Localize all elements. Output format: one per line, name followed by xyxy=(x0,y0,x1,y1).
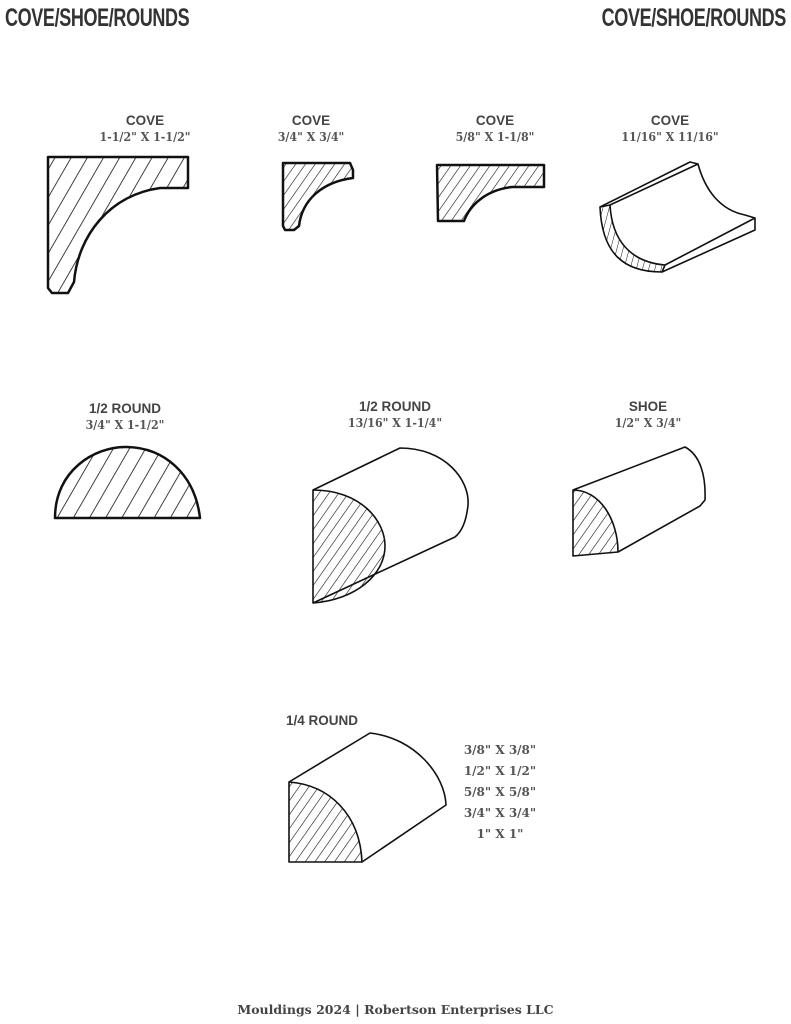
size-item: 5/8" X 5/8" xyxy=(463,785,537,799)
cove-3-profile xyxy=(435,163,546,223)
profile-label-cove-2: COVE 3/4" X 3/4" xyxy=(211,112,411,146)
profile-label-cove-3: COVE 5/8" X 1-1/8" xyxy=(395,112,595,146)
profile-size: 5/8" X 1-1/8" xyxy=(455,130,535,144)
profile-size: 1-1/2" X 1-1/2" xyxy=(99,130,191,144)
profile-size: 11/16" X 11/16" xyxy=(621,130,719,144)
profile-label-half-round-1: 1/2 ROUND 3/4" X 1-1/2" xyxy=(25,400,225,434)
profile-label-cove-4: COVE 11/16" X 11/16" xyxy=(570,112,770,146)
profile-size: 3/4" X 1-1/2" xyxy=(85,418,165,432)
profile-label-cove-1: COVE 1-1/2" X 1-1/2" xyxy=(45,112,245,146)
half-round-3d-profile xyxy=(312,447,469,604)
profile-name: 1/4 ROUND xyxy=(286,713,359,728)
profile-size: 13/16" X 1-1/4" xyxy=(347,416,443,430)
profile-size: 3/4" X 3/4" xyxy=(277,130,345,144)
profile-name: SHOE xyxy=(628,399,668,414)
size-item: 3/4" X 3/4" xyxy=(463,806,537,820)
profile-name: COVE xyxy=(125,113,165,128)
page-header-right: COVE/SHOE/ROUNDS xyxy=(601,4,787,32)
page-footer: Mouldings 2024 | Robertson Enterprises L… xyxy=(237,1002,554,1017)
cove-4-profile xyxy=(599,161,756,273)
profile-name: COVE xyxy=(650,113,690,128)
profile-name: 1/2 ROUND xyxy=(358,399,431,414)
profile-label-shoe: SHOE 1/2" X 3/4" xyxy=(548,398,748,432)
page-header-left: COVE/SHOE/ROUNDS xyxy=(5,4,190,32)
profile-label-half-round-2: 1/2 ROUND 13/16" X 1-1/4" xyxy=(295,398,495,432)
cove-2-profile xyxy=(281,161,355,232)
cove-1-profile xyxy=(46,155,190,295)
size-item: 3/8" X 3/8" xyxy=(463,743,537,757)
quarter-round-profile xyxy=(288,732,447,863)
quarter-round-size-list: 3/8" X 3/8" 1/2" X 1/2" 5/8" X 5/8" 3/4"… xyxy=(430,740,570,845)
profile-label-quarter-round: 1/4 ROUND xyxy=(286,712,358,729)
size-item: 1" X 1" xyxy=(476,827,524,841)
profile-name: 1/2 ROUND xyxy=(88,401,161,416)
profile-name: COVE xyxy=(475,113,515,128)
profile-size: 1/2" X 3/4" xyxy=(614,416,682,430)
profile-name: COVE xyxy=(291,113,331,128)
shoe-profile xyxy=(572,446,706,557)
size-item: 1/2" X 1/2" xyxy=(463,764,537,778)
half-round-flat-profile xyxy=(53,445,202,520)
